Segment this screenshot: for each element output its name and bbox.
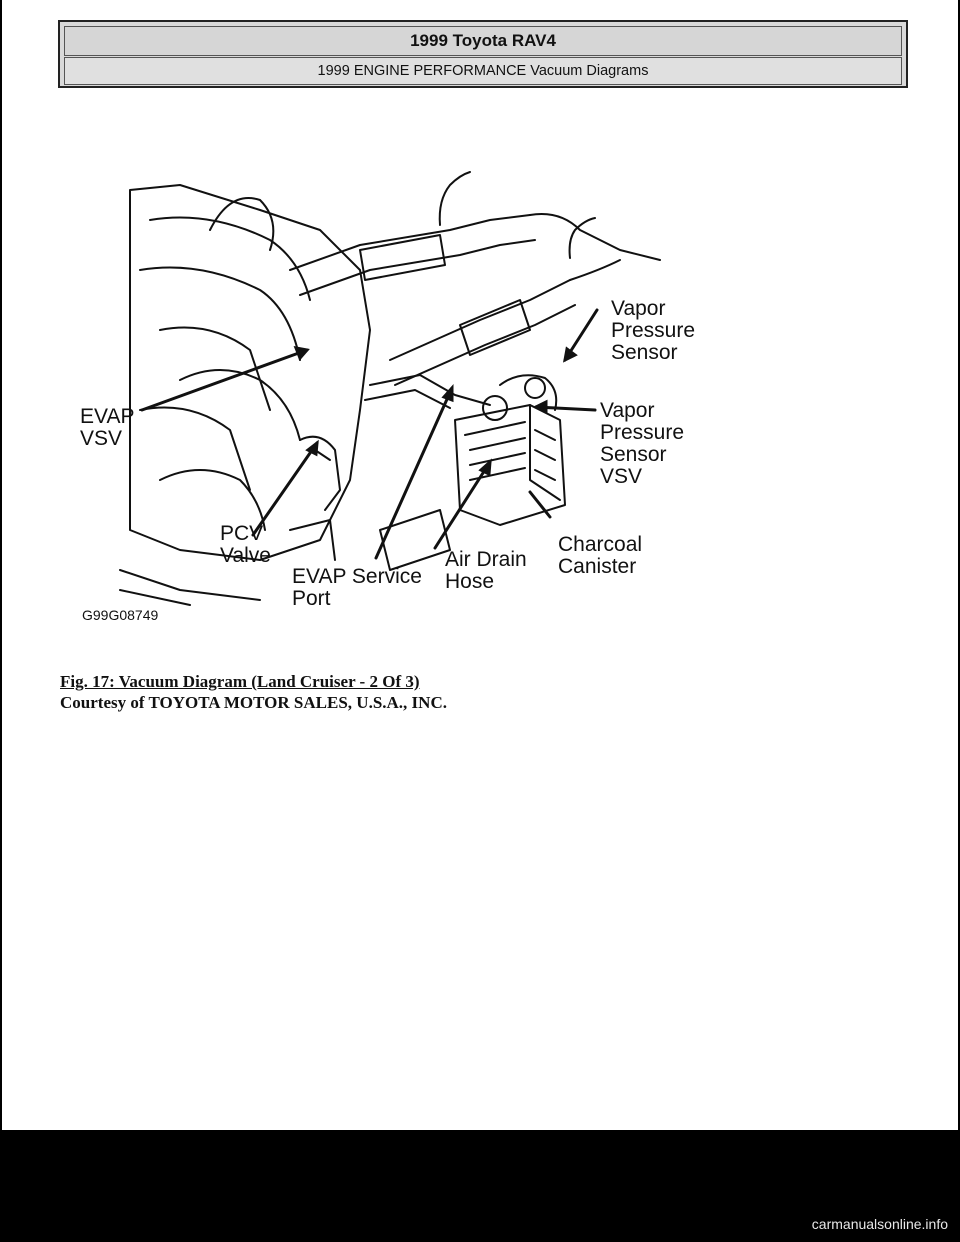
label-vapor-pressure-sensor-vsv: Vapor Pressure Sensor VSV <box>600 399 685 488</box>
document-header: 1999 Toyota RAV4 1999 ENGINE PERFORMANCE… <box>58 20 908 88</box>
label-pcv-valve: PCV Valve <box>220 522 271 567</box>
courtesy-line: Courtesy of TOYOTA MOTOR SALES, U.S.A., … <box>60 693 447 712</box>
left-border <box>0 0 2 1242</box>
footer-watermark: carmanualsonline.info <box>811 1216 948 1232</box>
header-subtitle: 1999 ENGINE PERFORMANCE Vacuum Diagrams <box>64 57 902 85</box>
page-footer: carmanualsonline.info <box>0 1130 960 1242</box>
label-evap-service-port: EVAP Service Port <box>292 565 422 610</box>
figure-code: G99G08749 <box>82 607 159 623</box>
label-vapor-pressure-sensor: Vapor Pressure Sensor <box>611 297 696 364</box>
header-title: 1999 Toyota RAV4 <box>64 26 902 56</box>
figure-caption[interactable]: Fig. 17: Vacuum Diagram (Land Cruiser - … <box>60 672 420 691</box>
label-air-drain-hose: Air Drain Hose <box>445 548 527 593</box>
vacuum-diagram-figure: Vapor Pressure Sensor EVAP VSV Vapor Pre… <box>60 150 740 630</box>
label-evap-vsv: EVAP VSV <box>80 405 135 450</box>
right-border <box>958 0 960 1130</box>
label-charcoal-canister: Charcoal Canister <box>558 533 643 578</box>
engine-line-drawing <box>119 171 661 606</box>
